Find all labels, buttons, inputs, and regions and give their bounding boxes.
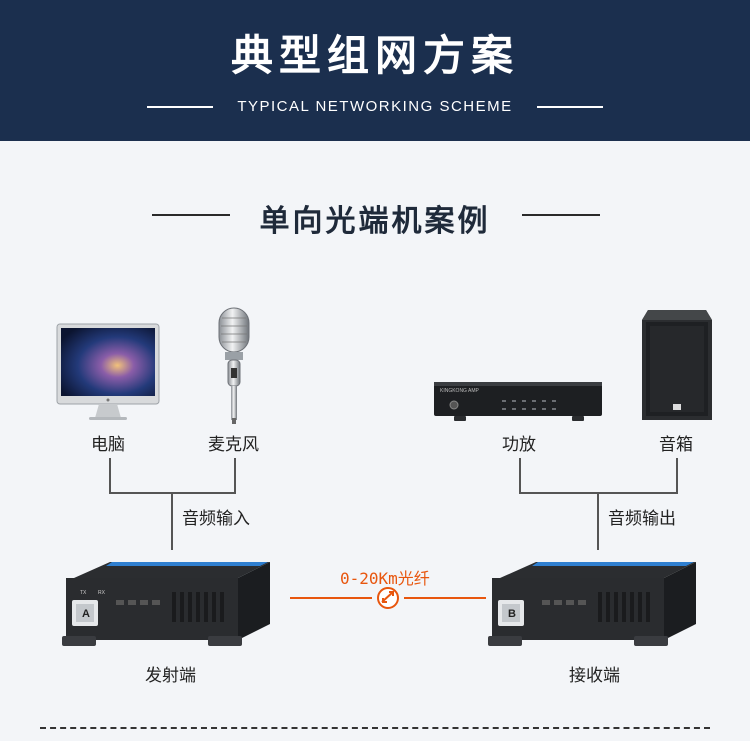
connector-left-trunk: [171, 492, 173, 550]
header-banner: 典型组网方案 TYPICAL NETWORKING SCHEME: [0, 0, 750, 141]
connector-microphone: [234, 458, 236, 493]
tx-port-label: TX: [80, 590, 87, 596]
speaker-label: 音箱: [659, 435, 693, 455]
header-divider-right: [537, 106, 603, 108]
fiber-link-line: [290, 597, 486, 599]
connector-speaker: [676, 458, 678, 493]
amplifier-label: 功放: [502, 435, 536, 455]
section-divider-right: [522, 214, 600, 216]
receiver-device: B: [488, 562, 696, 646]
fiber-coupler-icon: [377, 587, 399, 609]
section-title: 单向光端机案例: [259, 204, 491, 239]
computer-icon: [56, 323, 160, 420]
amplifier-icon: KINGKONG AMP: [434, 382, 602, 421]
transmitter-device: TX RX A: [62, 562, 270, 646]
fiber-distance-label: 0-20Km光纤: [340, 569, 430, 588]
header-subtitle: TYPICAL NETWORKING SCHEME: [237, 98, 513, 115]
audio-output-label: 音频输出: [608, 509, 676, 529]
header-divider-left: [147, 106, 213, 108]
rx-port-label: RX: [98, 590, 106, 596]
receiver-label: 接收端: [569, 666, 620, 686]
audio-input-label: 音频输入: [182, 509, 250, 529]
port-b-label: B: [508, 608, 516, 620]
header-title: 典型组网方案: [230, 31, 519, 80]
speaker-icon: [642, 310, 712, 420]
microphone-icon: [218, 307, 250, 424]
connector-right-trunk: [597, 492, 599, 550]
amplifier-brand: KINGKONG AMP: [440, 388, 480, 394]
section-divider-left: [152, 214, 230, 216]
connector-amplifier: [519, 458, 521, 493]
bottom-divider: [40, 727, 710, 729]
port-a-label: A: [82, 608, 90, 620]
transmitter-label: 发射端: [145, 666, 196, 686]
connector-computer: [109, 458, 111, 493]
computer-label: 电脑: [91, 435, 125, 455]
microphone-label: 麦克风: [208, 435, 259, 455]
